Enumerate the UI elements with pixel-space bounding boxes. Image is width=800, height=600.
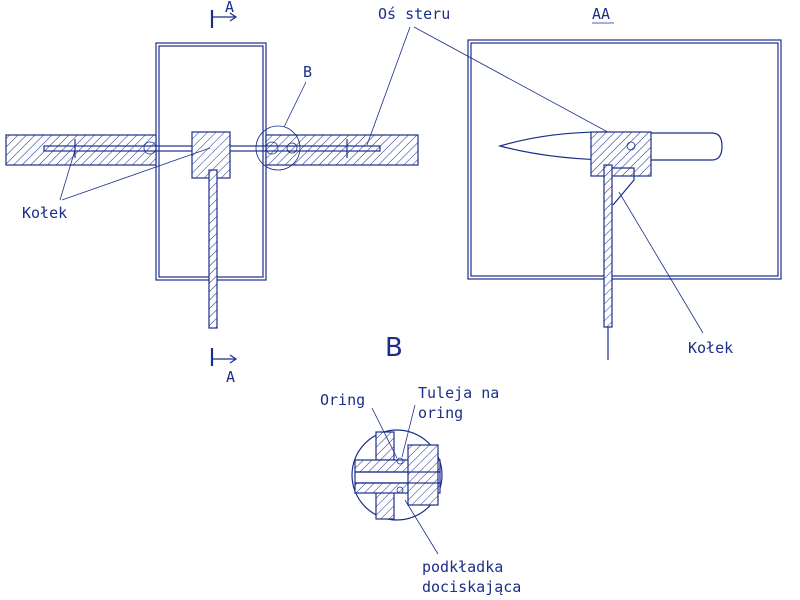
podkladka-leader bbox=[404, 499, 439, 555]
detail-b-marker: B bbox=[303, 63, 312, 81]
detail-oring-top bbox=[396, 457, 404, 465]
rudder-blade bbox=[208, 169, 218, 329]
section-hub bbox=[590, 131, 652, 177]
os-steru-label: Oś steru bbox=[378, 5, 450, 23]
os-steru-leader-2 bbox=[413, 26, 629, 144]
section-label-top: A bbox=[225, 0, 234, 16]
tuleja-label-line1: Tuleja na bbox=[418, 384, 499, 402]
oring-leader bbox=[371, 407, 398, 459]
kolek-label-right: Kołek bbox=[688, 339, 733, 357]
section-label-bottom: A bbox=[226, 368, 235, 386]
tuleja-label-line2: oring bbox=[418, 404, 463, 422]
podkladka-label-line1: podkładka bbox=[422, 558, 503, 576]
bearing-right bbox=[265, 141, 279, 155]
front-view: B A A Kołek bbox=[5, 0, 629, 386]
stabilizer-bar-left bbox=[5, 134, 157, 166]
detail-oring-bottom bbox=[396, 486, 404, 494]
stabilizer-profile bbox=[497, 131, 723, 161]
tuleja-leader bbox=[401, 404, 416, 458]
kolek-leader-2 bbox=[61, 147, 211, 201]
detail-sleeve bbox=[407, 444, 439, 506]
oring-label: Oring bbox=[320, 391, 365, 409]
section-rudder-tail bbox=[612, 167, 635, 206]
section-arrowhead-top bbox=[229, 12, 238, 22]
podkladka-label-line2: dociskająca bbox=[422, 578, 521, 596]
detail-b: B bbox=[351, 333, 443, 555]
os-steru-leader-1 bbox=[366, 26, 411, 146]
section-arrowhead-bottom bbox=[229, 354, 238, 364]
section-box-outer bbox=[467, 39, 782, 280]
detail-b-outline bbox=[351, 429, 443, 521]
kolek-leader-1 bbox=[59, 149, 76, 201]
bearing-left bbox=[143, 141, 157, 155]
detail-axle bbox=[354, 471, 441, 484]
detail-wall-bottom bbox=[375, 491, 395, 520]
detail-b-leader bbox=[283, 81, 307, 128]
kolek-leader-right bbox=[618, 191, 704, 334]
kolek-label-left: Kołek bbox=[22, 204, 67, 222]
section-rudder-blade bbox=[603, 164, 613, 328]
section-view-title: AA bbox=[592, 5, 610, 23]
section-view-aa: AA bbox=[467, 5, 782, 360]
detail-b-title: B bbox=[385, 333, 403, 363]
stabilizer-bar-right bbox=[265, 134, 419, 166]
detail-b-circle bbox=[255, 125, 301, 171]
section-pin-hole bbox=[626, 141, 636, 151]
section-box-inner bbox=[470, 42, 779, 277]
bearing-right-2 bbox=[286, 142, 298, 154]
